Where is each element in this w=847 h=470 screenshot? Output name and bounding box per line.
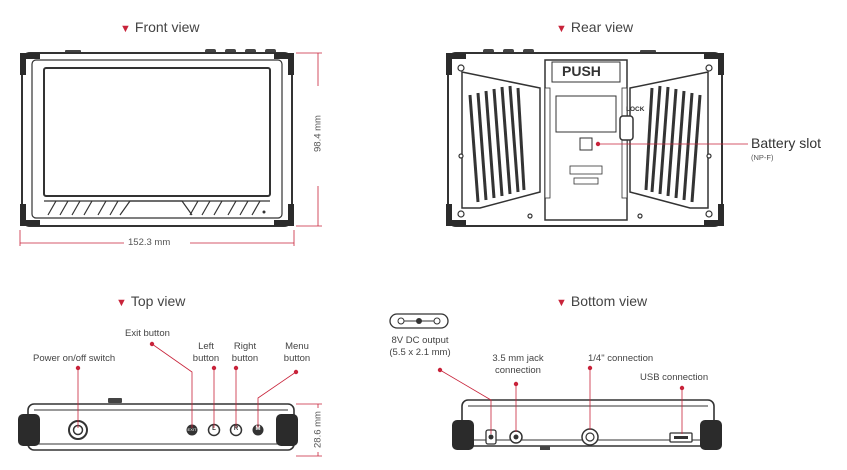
- push-label: PUSH: [562, 63, 601, 79]
- menu-button-label-line1: Menu: [285, 341, 309, 352]
- dc-plug-icon: [389, 313, 449, 329]
- right-button-glyph: R: [233, 426, 239, 432]
- triangle-marker-icon: ▼: [116, 297, 127, 309]
- battery-callout-line: [595, 141, 748, 147]
- dc-output-label-line2: (5.5 x 2.1 mm): [389, 346, 451, 358]
- bottom-callout-lines: [437, 365, 685, 434]
- battery-slot-sublabel: (NP-F): [751, 153, 774, 162]
- left-button-glyph: L: [212, 426, 216, 432]
- right-button-label-line1: Right: [233, 341, 257, 352]
- left-button-label-line1: Left: [198, 341, 214, 352]
- lock-label: LOCK: [626, 106, 645, 113]
- triangle-marker-icon: ▼: [120, 23, 131, 35]
- top-height-dimension-wrap: 28.6 mm: [298, 411, 338, 448]
- triangle-marker-icon: ▼: [556, 23, 567, 35]
- exit-button-glyph: EXIT: [187, 427, 197, 432]
- left-button-label-line2: button: [192, 352, 220, 364]
- front-view-monitor: [20, 49, 294, 227]
- front-view-heading: ▼Front view: [120, 19, 199, 35]
- exit-button-label: Exit button: [125, 328, 170, 339]
- jack-connection-label-line1: 3.5 mm jack: [492, 353, 544, 364]
- front-height-dimension-wrap: 98.4 mm: [296, 115, 340, 152]
- front-view-heading-text: Front view: [134, 19, 200, 35]
- top-view-heading-text: Top view: [130, 293, 186, 309]
- power-switch-label: Power on/off switch: [33, 353, 116, 364]
- right-button-label: Right button: [228, 341, 262, 364]
- menu-button-label: Menu button: [280, 341, 314, 364]
- top-callout-lines: [75, 341, 322, 457]
- jack-connection-label: 3.5 mm jack connection: [478, 353, 558, 376]
- usb-connection-label: USB connection: [640, 372, 709, 383]
- jack-connection-label-line2: connection: [495, 364, 541, 376]
- rear-view-monitor: [446, 49, 724, 227]
- quarter-inch-connection-label: 1/4" connection: [588, 353, 654, 364]
- battery-slot-label: Battery slot: [751, 135, 822, 151]
- right-button-label-line2: button: [231, 352, 259, 364]
- left-button-label: Left button: [189, 341, 223, 364]
- front-width-dimension: 152.3 mm: [128, 237, 171, 248]
- top-height-dimension: 28.6 mm: [312, 411, 324, 448]
- bottom-view-monitor: [452, 399, 722, 450]
- front-height-dimension: 98.4 mm: [312, 115, 324, 152]
- menu-button-glyph: M: [255, 426, 261, 432]
- dc-output-label-line1: 8V DC output: [391, 335, 449, 346]
- menu-button-label-line2: button: [283, 352, 311, 364]
- rear-view-heading: ▼Rear view: [556, 19, 633, 35]
- bottom-view-heading: ▼Bottom view: [556, 293, 647, 309]
- top-view-monitor: [18, 398, 298, 451]
- bottom-view-heading-text: Bottom view: [570, 293, 648, 309]
- rear-view-heading-text: Rear view: [570, 19, 634, 35]
- front-dimension-lines: [19, 52, 322, 246]
- dc-output-label: 8V DC output (5.5 x 2.1 mm): [380, 335, 460, 358]
- top-view-heading: ▼Top view: [116, 293, 185, 309]
- triangle-marker-icon: ▼: [556, 297, 567, 309]
